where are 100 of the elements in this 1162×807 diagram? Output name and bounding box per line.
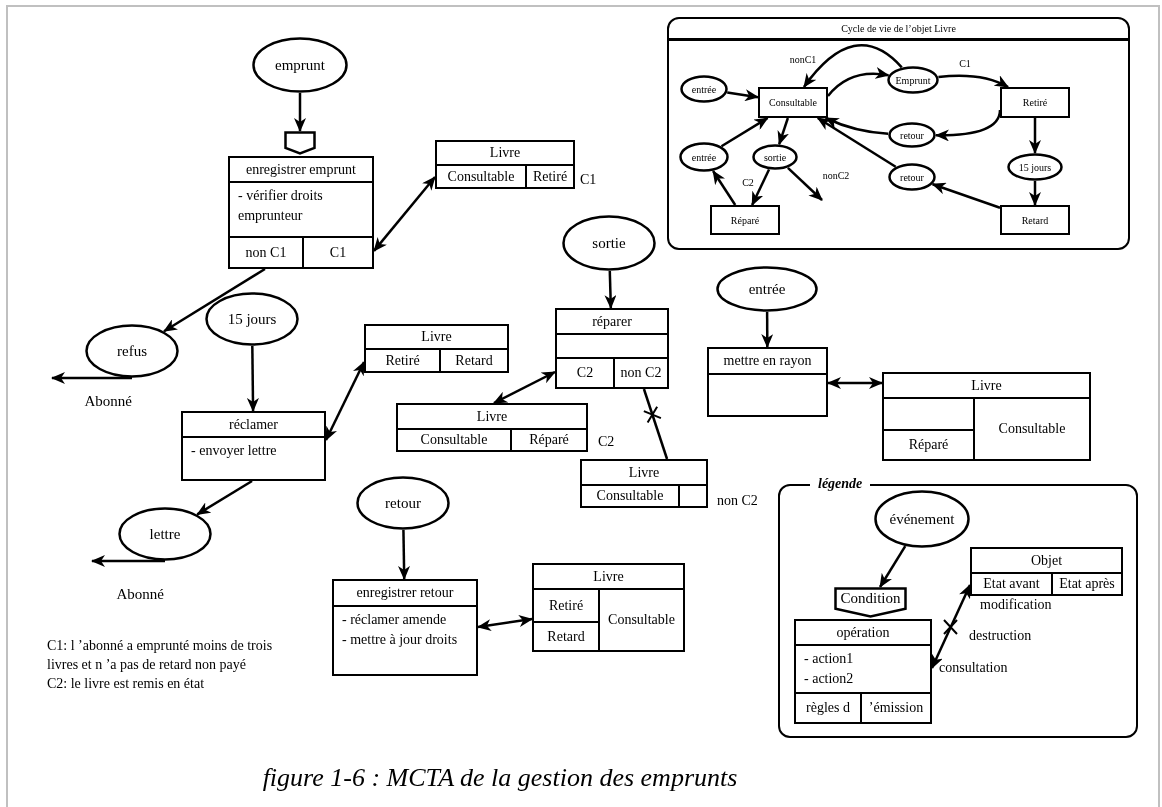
object-box xyxy=(882,372,1091,461)
arrow xyxy=(604,270,617,309)
edge-label: nonC1 xyxy=(789,54,817,66)
arrow xyxy=(787,167,823,201)
operation-box xyxy=(181,411,326,481)
table-cell: - réclamer amende - mettre à jour droits xyxy=(334,605,476,674)
table-cell: - action1 - action2 xyxy=(796,644,930,692)
event-ellipse: retour xyxy=(356,476,450,530)
event-ellipse: retour xyxy=(888,122,936,148)
object-box xyxy=(532,563,685,652)
table-cell-text: Livre xyxy=(420,328,453,346)
arrow xyxy=(477,615,533,632)
table-cell: règles d xyxy=(796,692,860,722)
table-cell: Retiré xyxy=(366,348,439,371)
table-cell: Réparé xyxy=(884,429,973,459)
table-cell: Consultable xyxy=(598,588,683,650)
arrow xyxy=(720,116,769,148)
table-cell: - vérifier droits emprunteur xyxy=(230,181,372,236)
table-cell-text: réparer xyxy=(591,312,633,331)
arrow xyxy=(712,170,737,206)
arrow xyxy=(827,377,883,389)
arrow xyxy=(163,267,266,333)
table-cell-text: réclamer xyxy=(228,415,279,434)
object-box xyxy=(580,459,708,508)
table-cell-text: enregistrer retour xyxy=(355,584,455,602)
event-ellipse: 15 jours xyxy=(1007,153,1063,181)
table-cell: non C2 xyxy=(613,357,667,387)
recipient-label: Abonné xyxy=(52,378,132,410)
table-cell: - envoyer lettre xyxy=(183,436,324,479)
condition-note: C1: l ’abonné a emprunté moins de trois livres et n ’a pas de retard non payé xyxy=(47,637,274,674)
object-box xyxy=(396,403,588,452)
arrow xyxy=(1029,181,1041,206)
arrow xyxy=(935,109,1002,142)
arrow xyxy=(827,67,890,97)
arrow xyxy=(761,312,774,348)
table-cell: Retard xyxy=(439,348,507,371)
arrow xyxy=(51,372,132,384)
arrow xyxy=(1029,118,1041,154)
operation-box xyxy=(332,579,478,676)
table-cell-text: enregistrer emprunt xyxy=(245,160,357,179)
table-cell-text: Livre xyxy=(970,376,1003,395)
table-cell: C1 xyxy=(302,236,372,267)
table-cell-text: Livre xyxy=(488,144,522,162)
table-cell: Etat après xyxy=(1051,572,1121,594)
arrow xyxy=(879,545,907,588)
state-box: Retiré xyxy=(1000,87,1070,118)
panel-title: Cycle de vie de l’objet Livre xyxy=(669,19,1128,41)
edge-label: C1 xyxy=(959,58,971,70)
event-ellipse: 15 jours xyxy=(205,292,299,346)
table-cell-text: Livre xyxy=(627,463,661,482)
event-ellipse: Emprunt xyxy=(887,66,939,94)
arrow xyxy=(398,529,410,580)
figure-caption: figure 1-6 : MCTA de la gestion des emprunts xyxy=(261,762,739,794)
arrow xyxy=(373,176,436,252)
table-cell: non C1 xyxy=(230,236,302,267)
table-cell-text: Objet xyxy=(1029,551,1064,570)
recipient-label: Abonné xyxy=(92,561,164,603)
event-ellipse: entrée xyxy=(679,142,729,172)
arrow xyxy=(931,182,1001,209)
table-cell: Retiré xyxy=(534,588,598,621)
condition-label: C1 xyxy=(580,171,597,189)
operation-box xyxy=(228,156,374,269)
table-cell: Consultable xyxy=(398,428,510,450)
legend-note: consultation xyxy=(939,659,1008,677)
lifecycle-panel xyxy=(667,17,1130,250)
state-box: Consultable xyxy=(758,87,828,118)
arrow xyxy=(294,93,306,132)
arrow xyxy=(803,44,903,88)
arrow xyxy=(816,116,897,168)
table-cell-text: opération xyxy=(835,623,891,642)
arrow xyxy=(938,74,1009,89)
legend-note: modification xyxy=(980,596,1052,614)
table-cell-text: Livre xyxy=(475,407,509,426)
table-cell: C2 xyxy=(557,357,613,387)
object-box xyxy=(364,324,509,373)
object-box xyxy=(970,547,1123,596)
operation-box xyxy=(707,347,828,417)
table-cell: Etat avant xyxy=(972,572,1051,594)
event-ellipse: sortie xyxy=(562,215,656,271)
condition-shape: Condition xyxy=(834,587,907,618)
condition-label: non C2 xyxy=(717,492,758,510)
condition-label: C2 xyxy=(598,433,615,451)
state-box: Réparé xyxy=(710,205,780,235)
table-cell: ’émission xyxy=(860,692,930,722)
event-ellipse: retour xyxy=(888,163,936,191)
arrow xyxy=(824,116,889,135)
table-cell-text: mettre en rayon xyxy=(722,352,813,370)
arrow xyxy=(777,117,790,146)
table-cell: Retiré xyxy=(525,164,573,187)
table-cell: Consultable xyxy=(973,397,1089,459)
table-cell-text: Livre xyxy=(592,567,625,586)
arrow xyxy=(493,370,556,405)
edge-label: C2 xyxy=(742,177,754,189)
event-ellipse: sortie xyxy=(752,144,798,170)
operation-box xyxy=(555,308,669,389)
arrow xyxy=(246,346,259,412)
arrow xyxy=(91,555,165,567)
event-ellipse: événement xyxy=(874,490,970,548)
legend-note: destruction xyxy=(969,627,1032,645)
event-ellipse: entrée xyxy=(680,75,728,103)
